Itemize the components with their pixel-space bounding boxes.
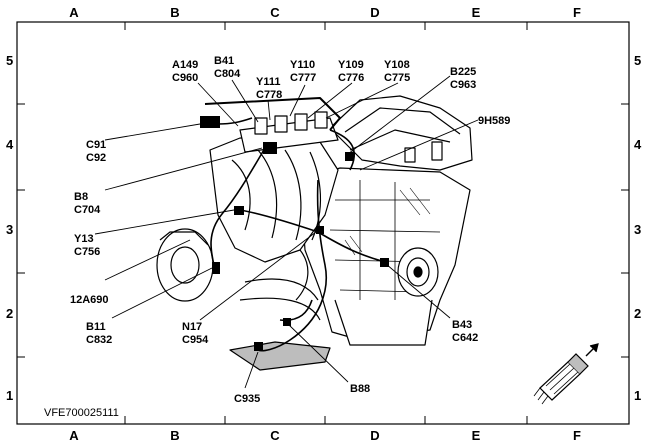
grid-bottom-labels: A B C D E F: [69, 428, 581, 443]
grid-left-labels: 5 4 3 2 1: [6, 53, 14, 403]
grid-col-label: E: [472, 5, 481, 20]
callout-b11: B11 C832: [86, 321, 112, 346]
grid-row-label: 1: [634, 388, 641, 403]
grid-col-label: F: [573, 428, 581, 443]
connector-c704: [263, 142, 277, 154]
grid-row-label: 2: [634, 306, 641, 321]
grid-row-label: 5: [6, 53, 13, 68]
grid-col-label: D: [370, 5, 379, 20]
grid-row-label: 3: [6, 222, 13, 237]
callout-b41: B41 C804: [214, 55, 241, 80]
grid-col-label: C: [270, 428, 280, 443]
callout-b225: B225 C963: [450, 66, 479, 91]
grid-col-label: C: [270, 5, 280, 20]
connector-c935: [254, 342, 263, 351]
grid-col-label: E: [472, 428, 481, 443]
grid-col-label: A: [69, 5, 79, 20]
connector-c642: [380, 258, 389, 267]
callout-y13: Y13 C756: [74, 233, 100, 258]
connector-c756: [234, 206, 244, 215]
grid-right-labels: 5 4 3 2 1: [634, 53, 642, 403]
connectors: [200, 116, 389, 351]
callout-y111: Y111 C778: [256, 76, 284, 101]
grid-col-label: F: [573, 5, 581, 20]
callout-y109: Y109 C776: [338, 59, 367, 84]
callout-n17: N17 C954: [182, 321, 209, 346]
callout-12a690: 12A690: [70, 294, 109, 306]
grid-row-label: 4: [6, 137, 14, 152]
callout-y110: Y110 C777: [290, 59, 318, 84]
connector-symbol-icon: [533, 343, 599, 405]
leader-lines: [94, 75, 479, 389]
grid-row-label: 5: [634, 53, 641, 68]
callout-b88: B88: [350, 383, 370, 395]
grid-row-label: 1: [6, 388, 13, 403]
connector-c954: [316, 226, 324, 234]
connector-c832: [212, 262, 220, 274]
callout-c935: C935: [234, 393, 260, 405]
callout-y108: Y108 C775: [384, 59, 413, 84]
grid-row-label: 3: [634, 222, 641, 237]
callout-9h589: 9H589: [478, 115, 510, 127]
grid-col-label: B: [170, 5, 179, 20]
grid-col-label: B: [170, 428, 179, 443]
grid-col-label: A: [69, 428, 79, 443]
engine-illustration: [156, 95, 473, 371]
grid-row-label: 2: [6, 306, 13, 321]
connector-c92: [210, 116, 220, 128]
connector-b88: [283, 318, 291, 326]
callout-c91: C91 C92: [86, 139, 109, 164]
diagram-frame: [16, 21, 630, 425]
grid-col-label: D: [370, 428, 379, 443]
grid-top-labels: A B C D E F: [69, 5, 581, 20]
connector-c963: [345, 152, 354, 161]
callout-labels: A149 C960 B41 C804 Y111 C778 Y110 C777 Y…: [70, 55, 510, 405]
callout-b8: B8 C704: [74, 191, 101, 216]
grid-row-label: 4: [634, 137, 642, 152]
grid-ticks: [17, 22, 629, 424]
figure-id: VFE700025111: [44, 407, 119, 419]
callout-a149: A149 C960: [172, 59, 201, 84]
connector-c91: [200, 116, 210, 128]
callout-b43: B43 C642: [452, 319, 478, 344]
